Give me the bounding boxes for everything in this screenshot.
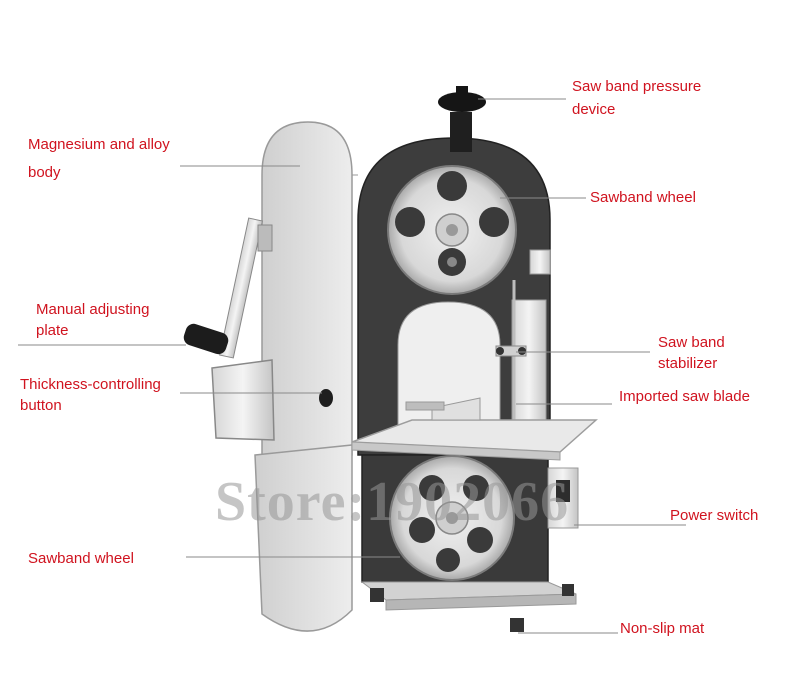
lower-door <box>254 444 353 632</box>
adjusting-handle <box>183 323 229 355</box>
label-stabilizer: Saw band stabilizer <box>658 334 725 372</box>
label-sawband-wheel-bottom: Sawband wheel <box>28 550 134 567</box>
fence <box>431 397 481 421</box>
label-manual-plate: Manual adjusting plate <box>36 301 150 339</box>
thickness-knob <box>319 389 333 407</box>
adjusting-plate <box>211 359 275 441</box>
pressure-rod <box>450 112 472 152</box>
foot <box>562 584 574 596</box>
foot <box>510 618 524 632</box>
label-pressure-device: Saw band pressure device <box>572 78 702 118</box>
pressure-knob <box>438 92 486 112</box>
label-power-switch: Power switch <box>670 507 759 524</box>
label-non-slip-mat: Non-slip mat <box>620 620 705 637</box>
adjusting-rod <box>219 217 263 359</box>
label-thickness-button: Thickness-controlling button <box>20 376 161 414</box>
foot <box>370 588 384 602</box>
label-saw-blade: Imported saw blade <box>619 388 750 405</box>
watermark-text: Store:1902066 <box>215 471 570 533</box>
upper-door <box>261 121 353 456</box>
leader-lines <box>18 98 686 634</box>
label-sawband-wheel-top: Sawband wheel <box>590 189 696 206</box>
label-body: Magnesium and alloy body <box>28 136 170 181</box>
